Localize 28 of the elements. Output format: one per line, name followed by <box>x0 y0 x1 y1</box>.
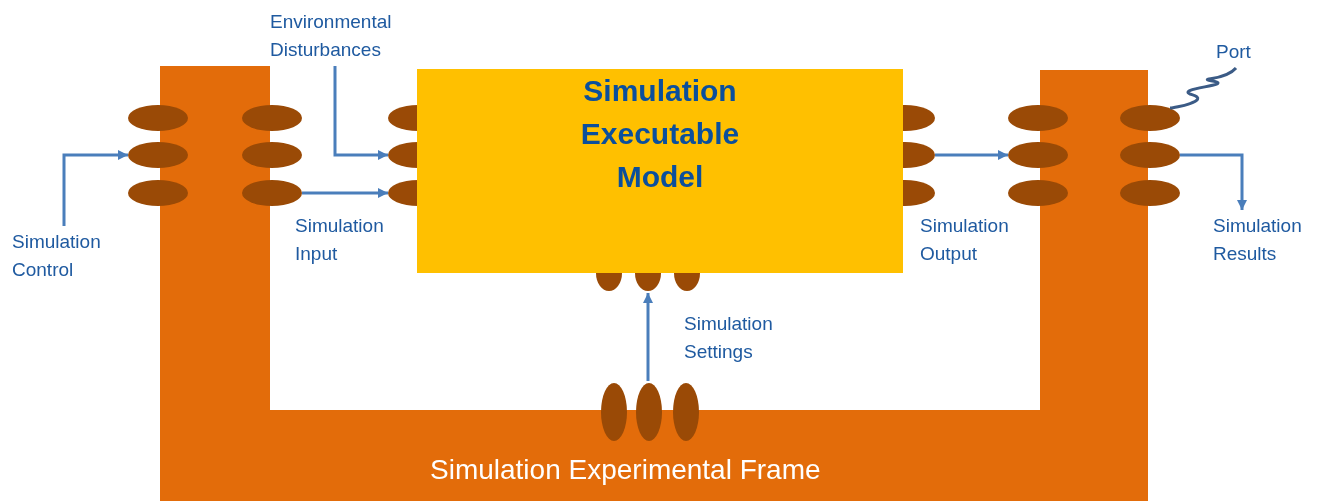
arrow <box>302 188 388 198</box>
edge-label: Simulation Input <box>295 214 385 266</box>
arrow <box>935 150 1008 160</box>
port-ellipse <box>242 142 302 168</box>
signal-label: Simulation Results <box>1213 212 1318 268</box>
arrow <box>62 150 128 226</box>
port-ellipse <box>1008 180 1068 206</box>
port-ellipse <box>1120 142 1180 168</box>
model-box <box>417 69 903 273</box>
port-ellipse <box>128 105 188 131</box>
signal-label: Port <box>1216 38 1276 66</box>
edge-label: Simulation Settings <box>684 312 774 364</box>
port-ellipse <box>128 142 188 168</box>
port-ellipse <box>1008 142 1068 168</box>
frame-label: Simulation Experimental Frame <box>430 453 821 487</box>
port-ellipse <box>1008 105 1068 131</box>
arrow <box>1180 153 1247 210</box>
arrow <box>333 66 388 160</box>
signal-label: Simulation Control <box>12 228 132 284</box>
leader-line <box>1169 66 1238 110</box>
arrow <box>643 293 653 381</box>
port-ellipse <box>242 180 302 206</box>
port-ellipse <box>1120 180 1180 206</box>
port-ellipse <box>242 105 302 131</box>
edge-label: Simulation Output <box>920 214 1010 266</box>
port-ellipse <box>128 180 188 206</box>
model-title: Simulation Executable Model <box>579 73 741 195</box>
signal-label: Environmental Disturbances <box>270 8 420 64</box>
